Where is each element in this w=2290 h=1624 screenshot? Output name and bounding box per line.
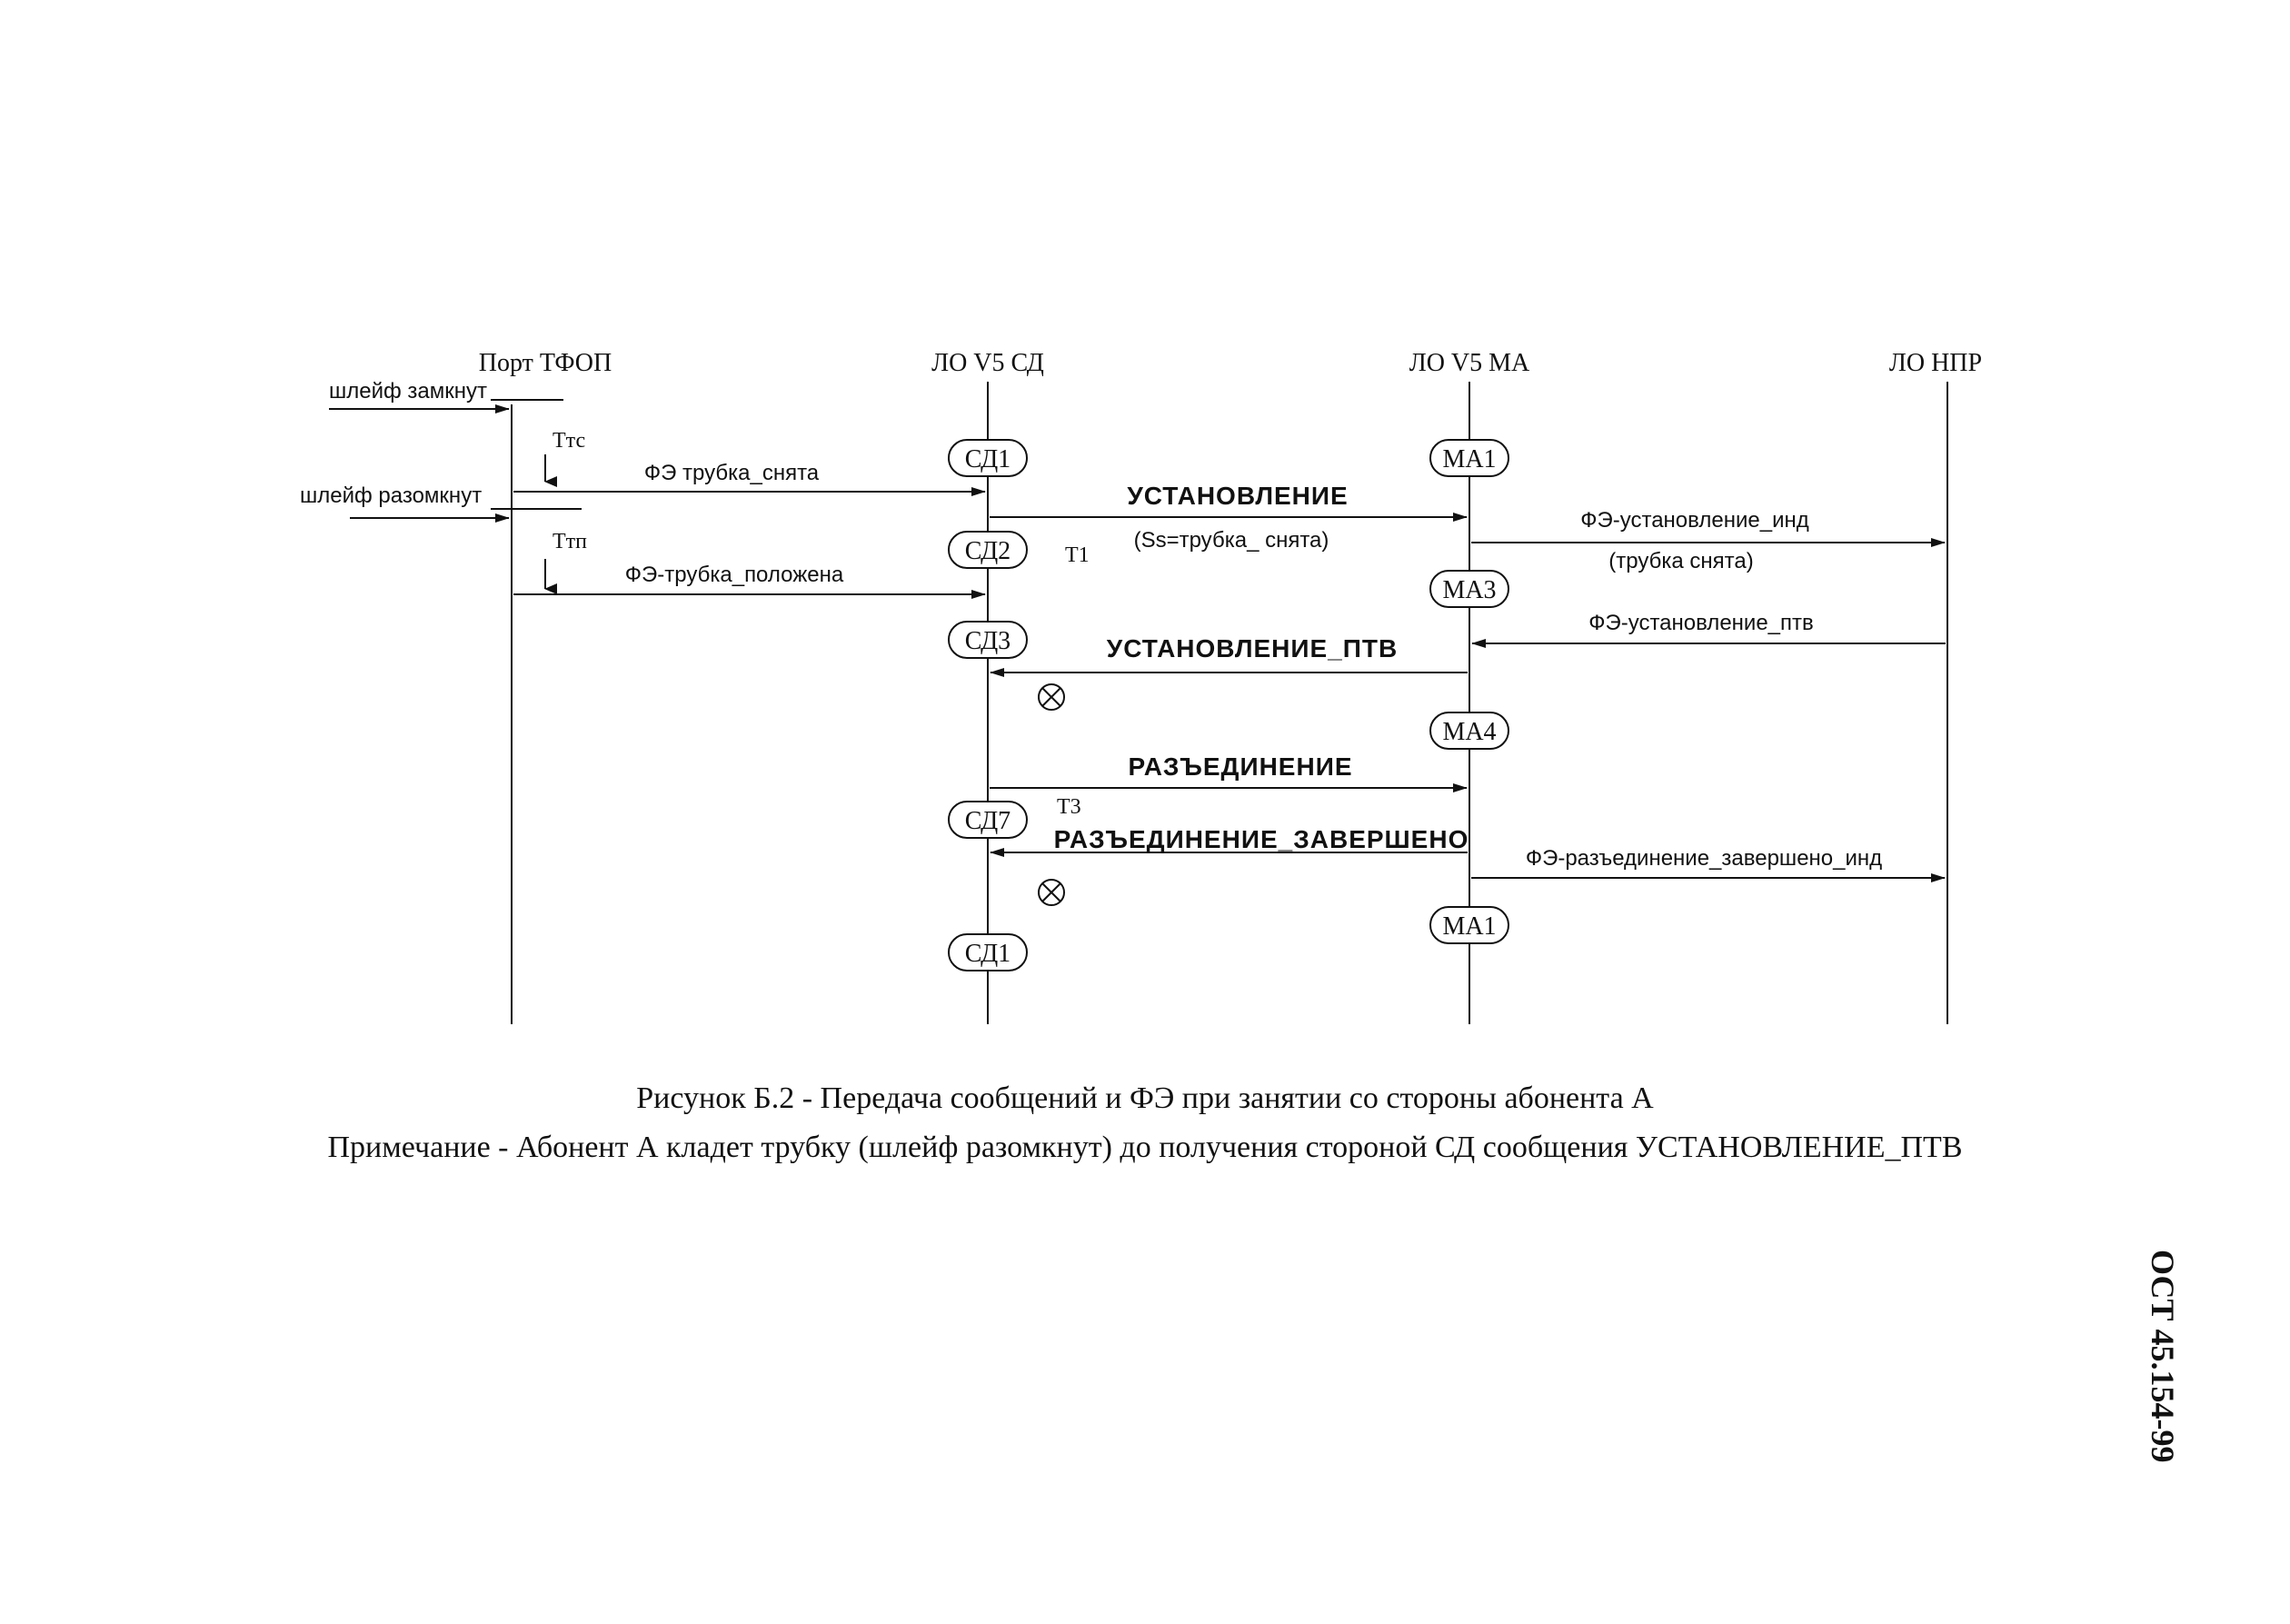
state-ma4: МА4: [1429, 712, 1509, 750]
figure-caption: Рисунок Б.2 - Передача сообщений и ФЭ пр…: [636, 1081, 1654, 1115]
lane-label-ma: ЛО V5 МА: [1409, 349, 1530, 377]
timer-ttp: Ттп: [553, 530, 587, 553]
discard-marker-1: [1038, 683, 1065, 711]
lane-label-sd: ЛО V5 СД: [931, 349, 1044, 377]
figure-note: Примечание - Абонент А кладет трубку (шл…: [327, 1131, 1963, 1164]
message-sublabel-establish: (Ss=трубка_ снята): [1134, 528, 1329, 553]
input-label-loop-open: шлейф разомкнут: [300, 483, 482, 508]
state-sd7: СД7: [948, 801, 1028, 839]
state-sd1-initial: СД1: [948, 439, 1028, 477]
svg-text:СД7: СД7: [965, 807, 1011, 835]
state-ma1-final: МА1: [1429, 906, 1509, 944]
state-sd3: СД3: [948, 621, 1028, 659]
message-label-fe-establish-ind: ФЭ-установление_инд: [1580, 508, 1808, 533]
message-label-fe-handset-off: ФЭ трубка_снята: [644, 461, 820, 485]
timer-t3: Т3: [1057, 795, 1081, 819]
svg-text:СД3: СД3: [965, 627, 1011, 655]
timer-t1: Т1: [1065, 543, 1090, 567]
lane-label-port: Порт ТФОП: [479, 349, 612, 377]
message-label-establish-ptv: УСТАНОВЛЕНИЕ_ПТВ: [1107, 634, 1398, 663]
svg-text:МА1: МА1: [1442, 445, 1496, 473]
message-label-disconnect: РАЗЪЕДИНЕНИЕ: [1129, 752, 1353, 781]
state-sd1-final: СД1: [948, 933, 1028, 971]
message-label-disconnect-complete: РАЗЪЕДИНЕНИЕ_ЗАВЕРШЕНО: [1054, 825, 1469, 853]
state-ma3: МА3: [1429, 570, 1509, 608]
message-sublabel-fe-establish-ind: (трубка снята): [1608, 549, 1753, 573]
svg-text:СД2: СД2: [965, 537, 1011, 565]
lane-label-npr: ЛО НПР: [1889, 349, 1982, 377]
state-sd2: СД2: [948, 531, 1028, 569]
input-label-loop-closed: шлейф замкнут: [329, 379, 487, 404]
message-label-fe-establish-ptv: ФЭ-установление_птв: [1588, 611, 1814, 635]
message-label-establish: УСТАНОВЛЕНИЕ: [1127, 482, 1348, 510]
discard-marker-2: [1038, 879, 1065, 906]
svg-text:СД1: СД1: [965, 445, 1011, 473]
document-code: ОСТ 45.154-99: [2145, 1250, 2181, 1463]
state-ma1-initial: МА1: [1429, 439, 1509, 477]
svg-text:МА1: МА1: [1442, 912, 1496, 941]
svg-text:СД1: СД1: [965, 940, 1011, 968]
timer-ttc: Ттс: [553, 429, 585, 453]
svg-text:МА4: МА4: [1442, 718, 1496, 746]
message-label-fe-disconnect-complete-ind: ФЭ-разъединение_завершено_инд: [1526, 846, 1882, 871]
message-label-fe-handset-on: ФЭ-трубка_положена: [625, 563, 844, 587]
svg-text:МА3: МА3: [1442, 576, 1496, 604]
